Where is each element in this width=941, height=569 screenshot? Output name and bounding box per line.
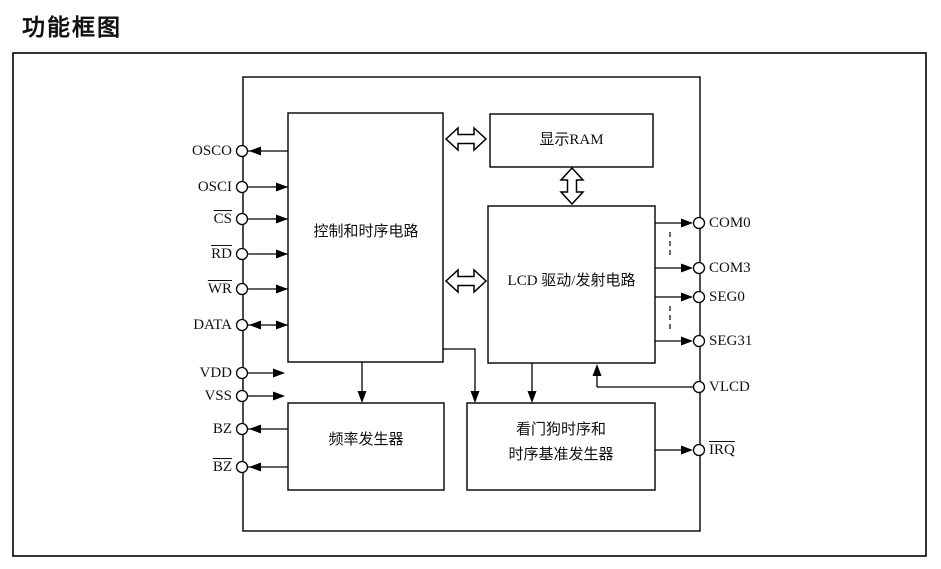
pin-circle-vdd bbox=[235, 366, 249, 380]
pin-circle-cs bbox=[235, 212, 249, 226]
pin-label-bz: BZ bbox=[212, 421, 232, 437]
pin-label-wr: WR bbox=[207, 281, 232, 297]
pin-circle-bz-bar bbox=[235, 460, 249, 474]
pin-circle-rd bbox=[235, 247, 249, 261]
pin-label-seg31: SEG31 bbox=[709, 333, 753, 349]
figure-border bbox=[12, 52, 927, 557]
pin-label-vss: VSS bbox=[204, 388, 232, 404]
block-display-ram bbox=[489, 113, 654, 168]
arrowhead-vlcd-to-lcd bbox=[592, 364, 602, 376]
arrowhead-seg0-out bbox=[681, 292, 693, 302]
pin-circle-osco bbox=[235, 144, 249, 158]
arrowhead-rd-in bbox=[276, 249, 288, 259]
arrowhead-irq-out bbox=[681, 445, 693, 455]
right-pin-lines bbox=[596, 222, 693, 451]
pin-label-vdd: VDD bbox=[199, 365, 233, 381]
arrowhead-data-in bbox=[276, 320, 288, 330]
block-label-watchdog: 看门狗时序和 时序基准发生器 bbox=[467, 418, 655, 468]
left-pin-arrowheads bbox=[249, 146, 288, 472]
pin-circle-bz bbox=[235, 422, 249, 436]
pin-label-vlcd: VLCD bbox=[709, 379, 750, 395]
line-control-to-watchdog bbox=[443, 348, 476, 398]
pin-terminals bbox=[235, 144, 706, 474]
pin-circle-vlcd bbox=[692, 380, 706, 394]
arrowhead-wr-in bbox=[276, 284, 288, 294]
arrowhead-com0-out bbox=[681, 218, 693, 228]
pin-circle-vss bbox=[235, 389, 249, 403]
pin-circle-data bbox=[235, 318, 249, 332]
arrowhead-bz-bar-out bbox=[249, 462, 261, 472]
double-arrow-ram-lcd bbox=[559, 166, 585, 206]
pin-circle-com3 bbox=[692, 261, 706, 275]
arrowhead-vss-in bbox=[273, 391, 285, 401]
block-control bbox=[287, 112, 444, 363]
pin-label-rd: RD bbox=[211, 246, 232, 262]
arrowhead-osci-in bbox=[276, 182, 288, 192]
left-pin-lines bbox=[248, 150, 288, 468]
block-lcd-driver bbox=[487, 205, 656, 364]
arrowhead-control-to-freq bbox=[357, 391, 367, 403]
arrowhead-osco-out bbox=[249, 146, 261, 156]
pin-circle-irq bbox=[692, 443, 706, 457]
arrowhead-cs-in bbox=[276, 214, 288, 224]
arrowhead-bz-out bbox=[249, 424, 261, 434]
arrowhead-com3-out bbox=[681, 263, 693, 273]
block-watchdog bbox=[466, 402, 656, 491]
arrowhead-control-to-watchdog bbox=[470, 391, 480, 403]
pin-circle-osci bbox=[235, 180, 249, 194]
pin-label-seg0: SEG0 bbox=[709, 289, 745, 305]
pin-label-osci: OSCI bbox=[197, 179, 232, 195]
page-title: 功能框图 bbox=[22, 14, 122, 40]
pin-label-com0: COM0 bbox=[709, 215, 751, 231]
pin-label-com3: COM3 bbox=[709, 260, 751, 276]
pin-label-cs: CS bbox=[213, 211, 232, 227]
arrowhead-data-out bbox=[249, 320, 261, 330]
double-arrow-control-ram bbox=[444, 126, 488, 152]
block-label-watchdog-line2: 时序基准发生器 bbox=[508, 447, 614, 463]
internal-arrowheads bbox=[357, 391, 537, 403]
pin-label-osco: OSCO bbox=[191, 143, 232, 159]
pin-circle-wr bbox=[235, 282, 249, 296]
block-label-display-ram: 显示RAM bbox=[539, 132, 604, 148]
pin-circle-seg31 bbox=[692, 334, 706, 348]
arrowhead-seg31-out bbox=[681, 336, 693, 346]
pin-label-bz-bar: BZ bbox=[212, 459, 232, 475]
pin-label-data: DATA bbox=[193, 317, 232, 333]
block-label-control: 控制和时序电路 bbox=[313, 224, 419, 240]
block-label-watchdog-line1: 看门狗时序和 bbox=[515, 422, 606, 438]
pin-circle-seg0 bbox=[692, 290, 706, 304]
pin-circle-com0 bbox=[692, 216, 706, 230]
double-arrow-control-lcd bbox=[444, 268, 488, 294]
arrowhead-lcd-to-watchdog bbox=[527, 391, 537, 403]
right-pin-arrowheads bbox=[592, 218, 693, 455]
pin-label-irq: IRQ bbox=[709, 442, 735, 458]
block-label-lcd-driver: LCD 驱动/发射电路 bbox=[507, 273, 636, 289]
block-label-freq-gen: 频率发生器 bbox=[328, 432, 404, 448]
arrowhead-vdd-in bbox=[273, 368, 285, 378]
block-freq-gen bbox=[287, 402, 445, 491]
chip-boundary bbox=[242, 76, 701, 532]
